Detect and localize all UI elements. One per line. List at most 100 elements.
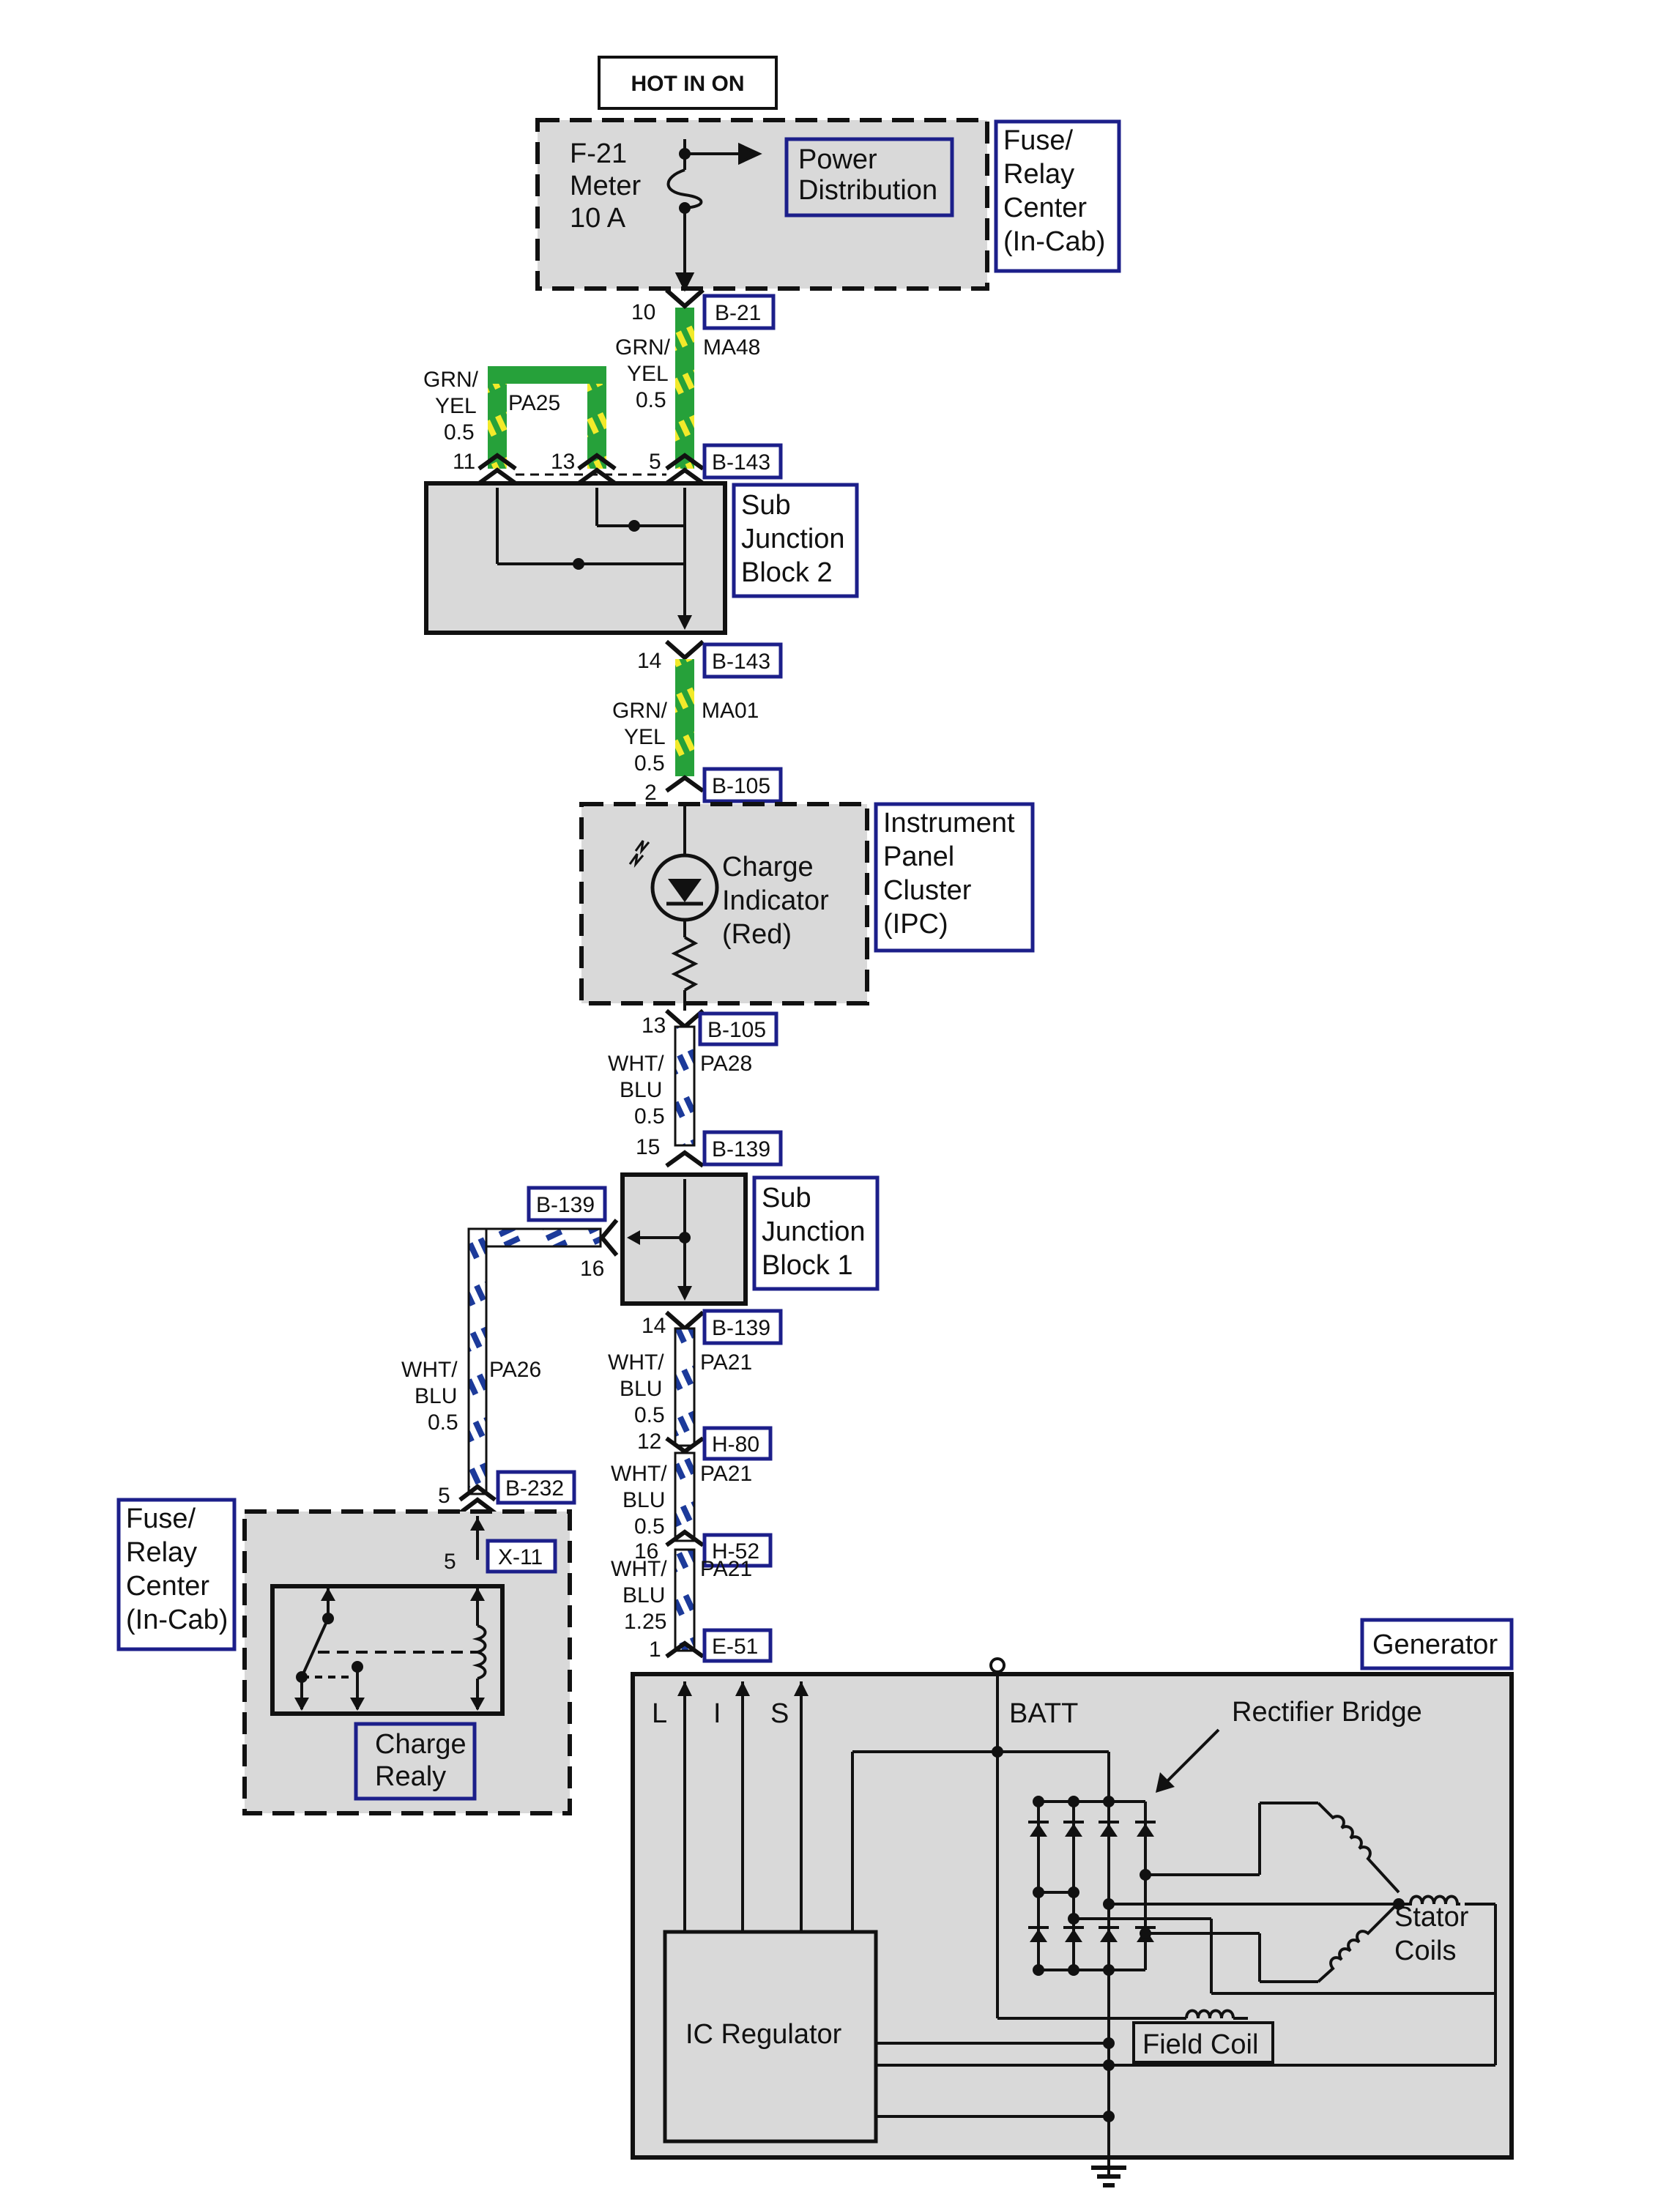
svg-text:0.5: 0.5 [634, 1514, 665, 1539]
pin-13: 13 [551, 450, 575, 474]
connector-b139-left-label: B-139 [527, 1186, 607, 1222]
terminal-l: L [652, 1698, 667, 1729]
svg-text:BLU: BLU [620, 1377, 662, 1401]
charge-relay-symbol [270, 1584, 505, 1716]
svg-text:B-139: B-139 [712, 1316, 770, 1340]
wire-ma48 [675, 308, 694, 469]
svg-text:GRN/: GRN/ [615, 335, 671, 360]
fuse-circuit: Meter [570, 171, 641, 201]
svg-text:Charge: Charge [722, 852, 814, 882]
connector-b143-top-symbols [477, 453, 705, 486]
generator-label: Generator [1360, 1618, 1514, 1670]
svg-text:PA28: PA28 [700, 1052, 752, 1076]
pin-16: 16 [580, 1257, 604, 1281]
fuse-rating: 10 A [570, 203, 626, 234]
wire-pa26 [467, 1227, 602, 1495]
svg-text:X-11: X-11 [498, 1545, 543, 1569]
svg-text:Realy: Realy [375, 1761, 446, 1792]
connector-b143-bot-symbol [665, 639, 705, 661]
svg-text:Coils: Coils [1394, 1936, 1456, 1966]
connector-b21-label: B-21 [702, 294, 776, 330]
junction-dots [992, 1746, 1405, 2122]
pin-16b: 16 [634, 1539, 658, 1564]
pin-5c: 5 [444, 1550, 456, 1574]
svg-text:Power: Power [798, 144, 877, 175]
connector-b232-label: B-232 [496, 1470, 576, 1505]
svg-text:BLU: BLU [415, 1384, 457, 1408]
connector-b105-top-symbol [665, 775, 705, 793]
svg-text:B-232: B-232 [505, 1476, 564, 1501]
pin-2: 2 [644, 781, 657, 805]
wire-pa21-c [674, 1548, 696, 1652]
instrument-panel-cluster-box: Charge Indicator (Red) [579, 802, 869, 1011]
ipc-label: Instrument Panel Cluster (IPC) [874, 802, 1035, 953]
svg-text:0.5: 0.5 [428, 1410, 458, 1435]
connector-e51-symbol [665, 1640, 705, 1659]
svg-text:0.5: 0.5 [634, 1403, 665, 1427]
connector-x11-label: X-11 [486, 1539, 557, 1574]
ic-regulator: IC Regulator [663, 1930, 878, 2144]
resistor-icon [671, 936, 699, 992]
connector-b105-bot-label: B-105 [698, 1011, 778, 1047]
svg-text:(Red): (Red) [722, 919, 792, 950]
connector-e51-label: E-51 [702, 1628, 773, 1663]
connector-h80-symbol [665, 1436, 705, 1454]
svg-text:BLU: BLU [622, 1488, 665, 1512]
svg-text:Charge: Charge [375, 1729, 467, 1760]
hot-in-on-label: HOT IN ON [631, 72, 745, 96]
svg-text:WHT/: WHT/ [608, 1052, 664, 1076]
connector-b105-bot-symbol [665, 1008, 705, 1030]
connector-b139-left-symbol [599, 1219, 619, 1257]
pin-5: 5 [649, 450, 661, 474]
svg-text:0.5: 0.5 [634, 1104, 665, 1129]
connector-b105-top-label: B-105 [702, 767, 783, 803]
svg-text:Indicator: Indicator [722, 885, 829, 916]
svg-text:MA01: MA01 [702, 699, 759, 723]
batt-label: BATT [1009, 1698, 1078, 1729]
svg-text:YEL: YEL [627, 362, 669, 386]
connector-b143-bot-label: B-143 [702, 642, 783, 679]
svg-text:YEL: YEL [435, 394, 477, 418]
svg-text:Junction: Junction [741, 524, 845, 554]
wire-pa21-b [674, 1451, 696, 1542]
svg-text:Instrument: Instrument [883, 808, 1015, 839]
connector-h52-symbol [665, 1529, 705, 1547]
pin-10: 10 [631, 300, 655, 324]
svg-text:WHT/: WHT/ [611, 1462, 667, 1486]
wire-pa21-a [674, 1327, 696, 1447]
connector-b232-symbol [458, 1484, 497, 1502]
svg-text:Center: Center [126, 1571, 209, 1602]
pin-14: 14 [637, 649, 661, 673]
frc-left-label: Fuse/ Relay Center (In-Cab) [116, 1498, 237, 1651]
light-rays-icon [628, 840, 650, 869]
stator-coils-label: Stator [1394, 1902, 1469, 1933]
connector-b139-bot-symbol [665, 1310, 705, 1331]
field-coil-label: Field Coil [1132, 2021, 1274, 2064]
svg-text:PA21: PA21 [700, 1557, 752, 1581]
connector-b139-top-symbol [665, 1150, 705, 1168]
svg-text:Sub: Sub [741, 490, 791, 521]
svg-text:BLU: BLU [620, 1078, 662, 1102]
pin-15: 15 [636, 1135, 660, 1159]
charge-relay-label: Charge Realy [354, 1722, 477, 1801]
svg-text:Field Coil: Field Coil [1142, 2029, 1258, 2060]
fuse-name: F-21 [570, 138, 627, 169]
svg-text:0.5: 0.5 [444, 420, 475, 445]
connector-h80-label: H-80 [702, 1426, 773, 1461]
terminal-arrows [677, 1681, 809, 1696]
wire-pa25 [488, 366, 606, 469]
ground-icon [1091, 2166, 1126, 2187]
connector-b21-symbol [665, 288, 705, 309]
svg-text:Panel: Panel [883, 841, 954, 872]
wire-pa28 [674, 1025, 696, 1147]
pin-11: 11 [453, 450, 475, 474]
svg-text:B-143: B-143 [712, 650, 770, 674]
sjb1-label: Sub Junction Block 1 [752, 1175, 880, 1291]
svg-text:0.5: 0.5 [636, 388, 666, 412]
svg-text:PA21: PA21 [700, 1350, 752, 1375]
wire-ma01 [675, 659, 694, 776]
connector-b143-top-label: B-143 [702, 443, 783, 480]
svg-text:B-21: B-21 [715, 301, 761, 325]
rectifier-arrow [1163, 1728, 1220, 1785]
svg-text:B-105: B-105 [707, 1018, 766, 1042]
